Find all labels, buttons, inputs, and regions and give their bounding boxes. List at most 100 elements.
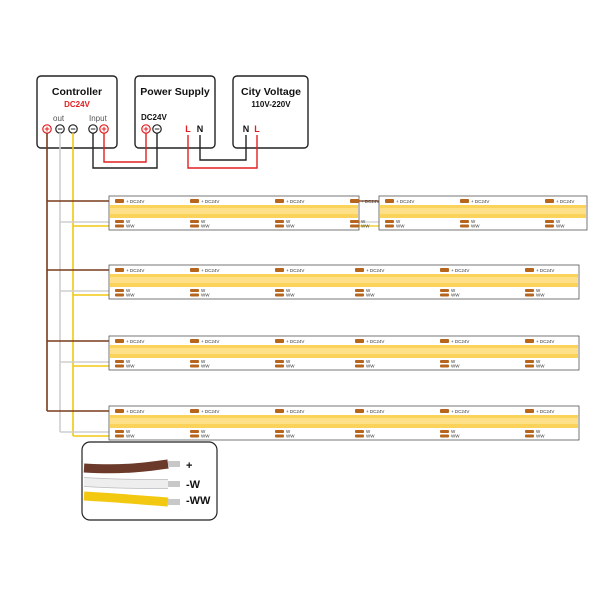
pad-w-label: W	[126, 359, 131, 364]
pad-w	[355, 289, 364, 292]
city-voltage-L-label: L	[254, 124, 260, 134]
city-voltage-box: City Voltage 110V-220V N L	[232, 75, 309, 149]
pad-w-label: W	[126, 219, 131, 224]
power-supply-plus-sign: +	[143, 124, 148, 134]
pad-ww	[440, 434, 449, 438]
pad-w-label: W	[366, 288, 371, 293]
controller-input-label: Input	[89, 114, 108, 123]
pad-ww-label: WW	[366, 434, 375, 439]
power-wiring	[92, 133, 258, 169]
strip-led-highlight	[110, 418, 578, 424]
pad-plus	[440, 268, 449, 272]
pad-plus	[460, 199, 469, 203]
pad-w-label: W	[471, 219, 476, 224]
pad-ww	[275, 224, 284, 228]
pad-plus	[350, 199, 359, 203]
pad-ww	[115, 224, 124, 228]
pad-plus-label: + DC24V	[286, 339, 304, 344]
pad-plus	[355, 268, 364, 272]
pad-ww	[115, 364, 124, 368]
pad-w-label: W	[286, 219, 291, 224]
pad-plus-label: + DC24V	[451, 339, 469, 344]
pad-w-label: W	[201, 429, 206, 434]
controller-voltage: DC24V	[64, 100, 90, 109]
pad-w-label: W	[451, 429, 456, 434]
pad-ww-label: WW	[556, 224, 565, 229]
pad-w-label: W	[286, 429, 291, 434]
pad-ww	[440, 293, 449, 297]
power-supply-box: Power Supply DC24V + − L N	[134, 75, 216, 149]
pad-plus-label: + DC24V	[366, 339, 384, 344]
city-voltage-title: City Voltage	[241, 86, 301, 98]
pad-ww-label: WW	[201, 293, 210, 298]
pad-ww-label: WW	[361, 224, 370, 229]
pad-ww-label: WW	[536, 364, 545, 369]
pad-plus-label: + DC24V	[201, 409, 219, 414]
strip-led-highlight	[110, 348, 578, 354]
pad-w	[115, 220, 124, 223]
legend-w-wire-tip	[168, 481, 180, 487]
pad-ww-label: WW	[286, 364, 295, 369]
pad-plus-label: + DC24V	[471, 199, 489, 204]
pad-plus-label: + DC24V	[126, 409, 144, 414]
pad-w	[545, 220, 554, 223]
pad-w	[190, 430, 199, 433]
power-supply-L-label: L	[185, 124, 191, 134]
pad-w	[115, 430, 124, 433]
legend-plus-wire	[83, 459, 169, 474]
pad-plus-label: + DC24V	[286, 268, 304, 273]
pad-plus-label: + DC24V	[126, 339, 144, 344]
pad-ww	[190, 364, 199, 368]
pad-ww-label: WW	[451, 434, 460, 439]
pad-ww	[355, 364, 364, 368]
pad-w	[115, 360, 124, 363]
pad-plus	[275, 268, 284, 272]
pad-plus-label: + DC24V	[201, 199, 219, 204]
pad-ww	[525, 293, 534, 297]
pad-plus	[190, 268, 199, 272]
pad-ww-label: WW	[201, 224, 210, 229]
pad-w	[525, 289, 534, 292]
power-supply-minus-sign: −	[154, 124, 159, 134]
legend-w-label: -W	[186, 479, 201, 491]
pad-w	[525, 360, 534, 363]
pad-w-label: W	[366, 359, 371, 364]
legend-plus-wire-tip	[168, 461, 180, 467]
pad-plus	[355, 339, 364, 343]
pad-w	[275, 220, 284, 223]
legend-ww-wire	[83, 491, 169, 507]
pad-ww-label: WW	[126, 293, 135, 298]
pad-w	[275, 430, 284, 433]
pad-ww-label: WW	[286, 293, 295, 298]
pad-w	[440, 360, 449, 363]
pad-plus	[275, 199, 284, 203]
city-voltage-range: 110V-220V	[251, 100, 291, 109]
pad-ww	[190, 293, 199, 297]
pad-ww	[115, 434, 124, 438]
pad-ww	[275, 293, 284, 297]
pad-w	[385, 220, 394, 223]
pad-plus	[275, 409, 284, 413]
pad-ww-label: WW	[201, 434, 210, 439]
pad-ww	[275, 434, 284, 438]
pad-ww	[460, 224, 469, 228]
pad-plus	[275, 339, 284, 343]
pad-w-label: W	[451, 288, 456, 293]
